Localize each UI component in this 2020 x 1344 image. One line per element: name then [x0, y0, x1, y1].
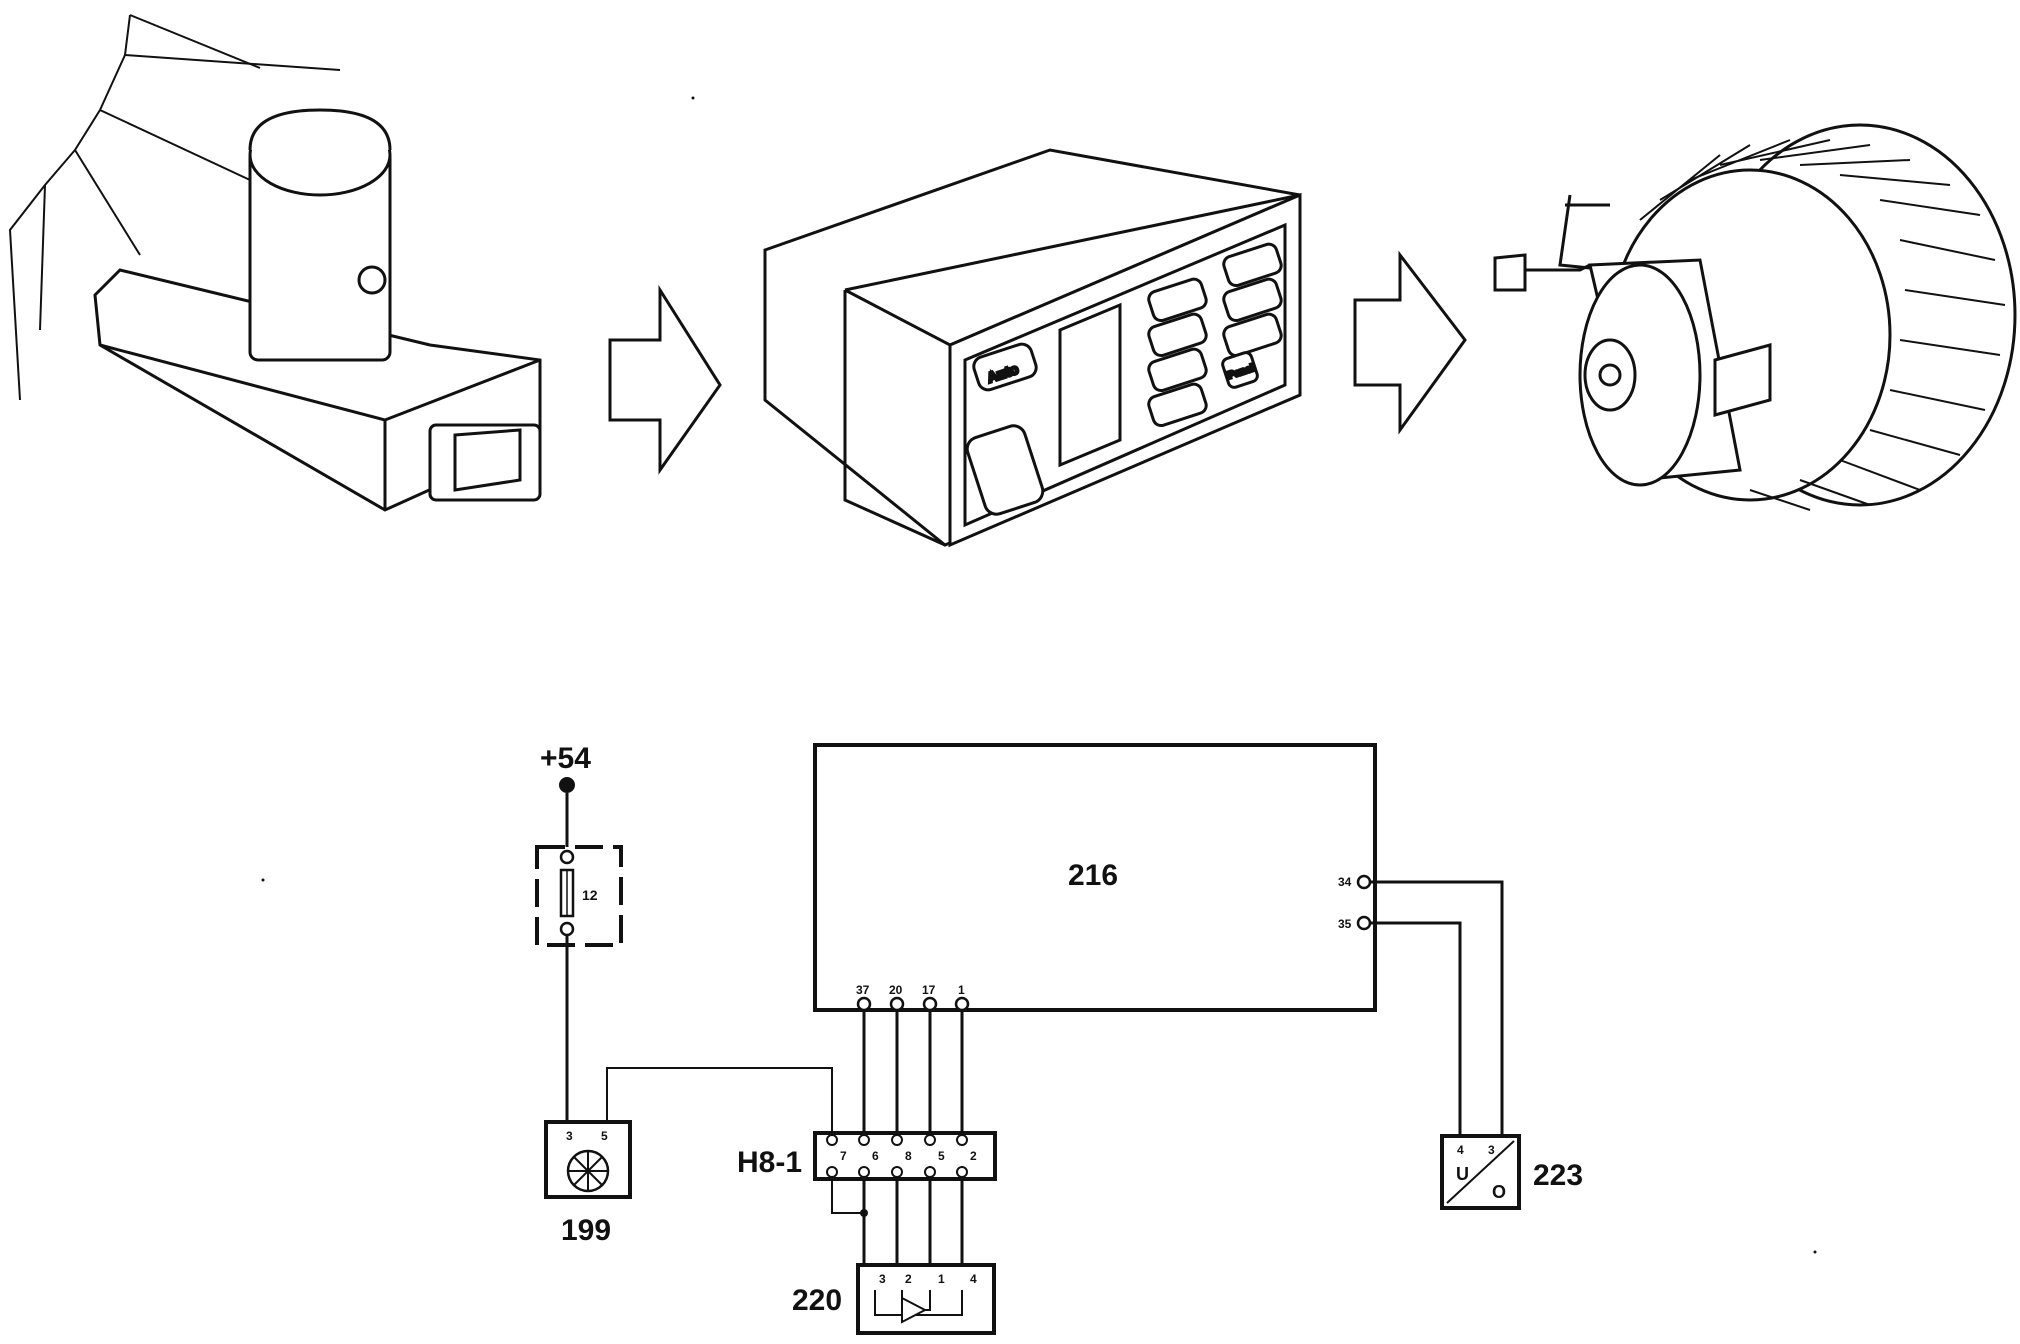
converter-o-label: O — [1492, 1182, 1506, 1202]
supply-terminal — [559, 777, 575, 793]
scan-speck — [1813, 1250, 1817, 1254]
control-unit-side-pin: 34 — [1338, 875, 1352, 889]
sensor-label: 199 — [561, 1214, 611, 1247]
converter-pin: 3 — [1488, 1143, 1495, 1157]
connector-pin: 6 — [872, 1149, 879, 1163]
amplifier-pin: 2 — [905, 1272, 912, 1286]
converter-pin: 4 — [1457, 1143, 1464, 1157]
sun-rays-icon — [8, 14, 341, 401]
supply-label: +54 — [540, 742, 591, 775]
scan-speck — [261, 878, 265, 882]
control-unit-side-pin: 35 — [1338, 917, 1352, 931]
converter-label: 223 — [1533, 1159, 1583, 1192]
connector-pin: 8 — [905, 1149, 912, 1163]
connector-label: H8-1 — [737, 1146, 802, 1179]
sensor-pin: 5 — [601, 1129, 608, 1143]
control-unit-pin: 37 — [856, 983, 870, 997]
connector-pin: 7 — [840, 1149, 847, 1163]
sensor-199: 3 5 199 — [544, 1120, 632, 1247]
control-unit-pin: 1 — [958, 983, 965, 997]
amplifier-pin: 3 — [879, 1272, 886, 1286]
climate-control-panel-illustration: Auto Panel — [763, 148, 1302, 548]
solar-sensor-illustration — [93, 108, 542, 512]
control-unit-pin: 17 — [922, 983, 936, 997]
fuse-block: 12 — [535, 845, 623, 947]
control-unit-216: 216 37 20 17 1 34 35 — [813, 743, 1377, 1012]
converter-223: 4 3 U O 223 — [1440, 1134, 1583, 1210]
converter-u-label: U — [1456, 1164, 1469, 1184]
connector-h8-1: H8-1 7 6 8 5 2 — [737, 1131, 997, 1181]
blower-motor-illustration — [1493, 123, 2017, 511]
control-unit-pin: 20 — [889, 983, 903, 997]
sensor-pin: 3 — [566, 1129, 573, 1143]
flow-arrow-icon — [1353, 250, 1467, 435]
control-unit-label: 216 — [1068, 859, 1118, 892]
connector-pin: 2 — [970, 1149, 977, 1163]
amplifier-220: 220 3 2 1 4 — [792, 1263, 996, 1335]
flow-arrow-icon — [608, 284, 722, 475]
scan-speck — [691, 96, 695, 100]
fuse-number: 12 — [582, 887, 598, 903]
amplifier-pin: 4 — [970, 1272, 977, 1286]
connector-pin: 5 — [938, 1149, 945, 1163]
amplifier-pin: 1 — [938, 1272, 945, 1286]
amplifier-label: 220 — [792, 1284, 842, 1317]
